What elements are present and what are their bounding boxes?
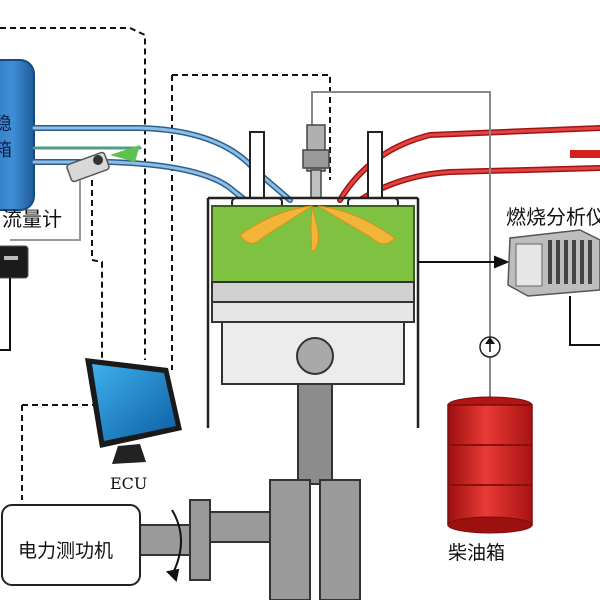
fuel-drum-icon (447, 396, 533, 534)
crankshaft (139, 479, 361, 601)
pump-arrow-icon (479, 336, 501, 358)
flow-sensor-icon (66, 145, 140, 183)
cylinder (206, 196, 420, 428)
exhaust-sensor-bar (570, 150, 600, 158)
analyzer-output-line (569, 296, 600, 346)
fuel-spray (239, 205, 396, 253)
diesel-tank-label: 柴油箱 (448, 542, 506, 564)
dynamometer-box (1, 504, 141, 586)
stabilizer-label-mid: 箱 (0, 140, 12, 161)
combustion-chamber (211, 205, 415, 283)
combustion-analyzer-label: 燃烧分析仪 (506, 205, 600, 229)
combustion-analyzer-icon (507, 229, 600, 297)
flow-meter (0, 180, 81, 351)
fuel-injector (302, 124, 330, 199)
stabilizer-label-top: 稳 (0, 114, 12, 135)
connecting-rod (297, 383, 333, 485)
flow-meter-label: 流量计 (2, 207, 62, 231)
dynamometer-label: 电力测功机 (18, 540, 114, 562)
rotation-arrow-icon (165, 509, 182, 583)
fuel-lines (311, 91, 491, 400)
dashed-line-sensor (91, 180, 103, 360)
piston (211, 281, 415, 385)
ecu-control-dashed-lines (0, 27, 331, 500)
dashed-line-injector (172, 74, 331, 180)
signal-arrow (418, 255, 510, 269)
stabilizer-tank (0, 59, 35, 211)
ecu-label: ECU (110, 474, 148, 493)
monitor-icon (85, 358, 182, 464)
dashed-line-flowmeter (0, 27, 146, 360)
